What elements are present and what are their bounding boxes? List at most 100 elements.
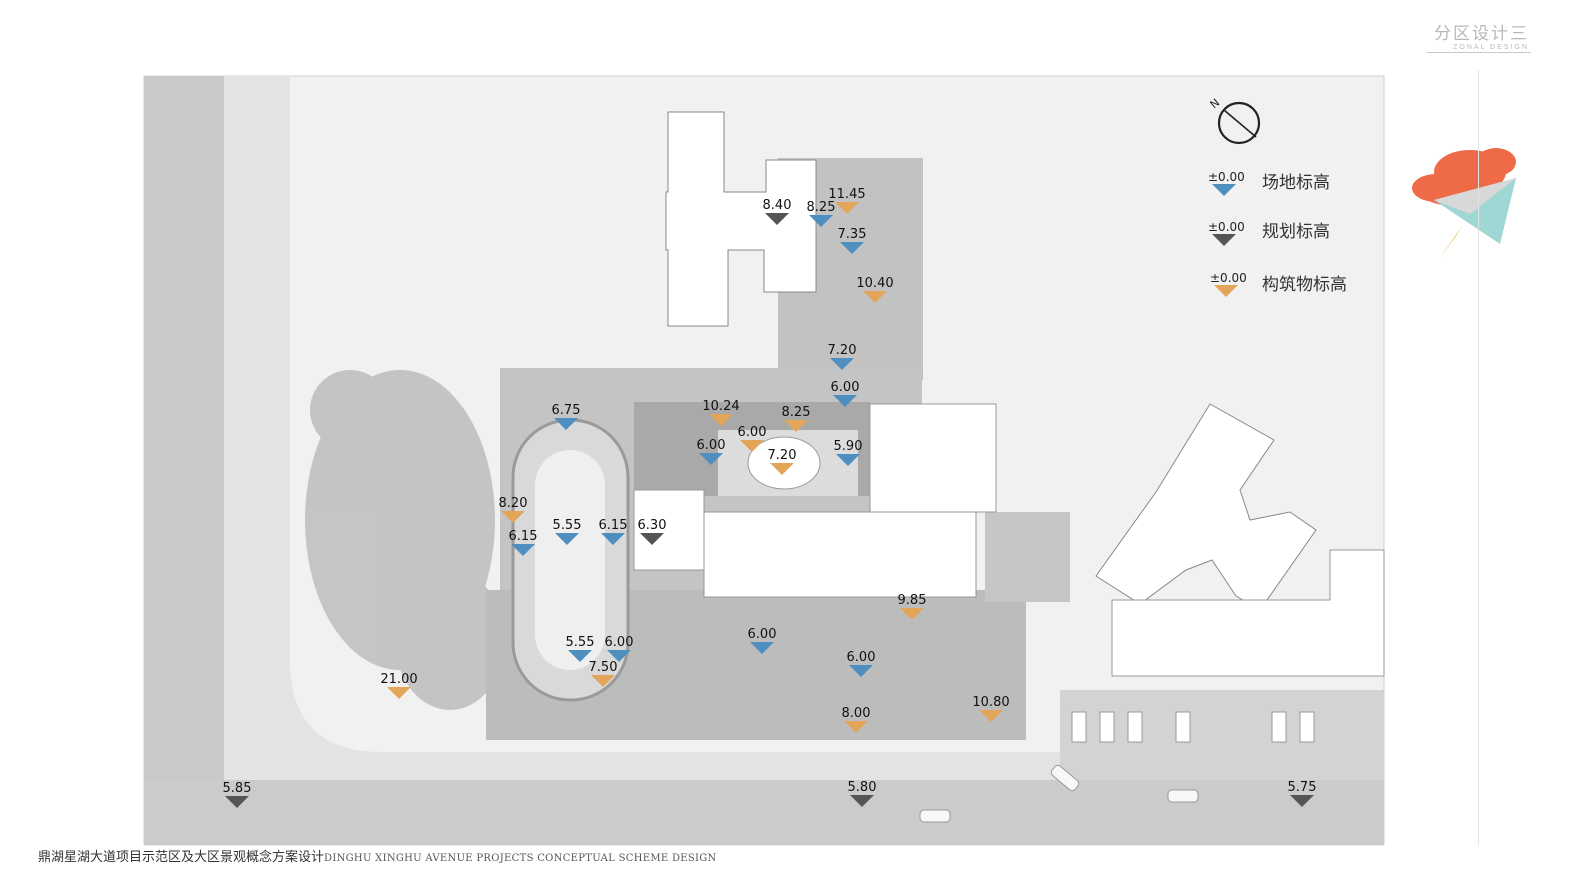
- side-divider: [1478, 70, 1479, 845]
- compass-circle: [1217, 101, 1261, 145]
- project-footer: 鼎湖星湖大道项目示范区及大区景观概念方案设计DINGHU XINGHU AVEN…: [38, 846, 717, 865]
- elevation-triangle-site: [750, 642, 774, 654]
- elevation-marker: 11.45: [828, 187, 866, 214]
- project-title-en: DINGHU XINGHU AVENUE PROJECTS CONCEPTUAL…: [324, 853, 717, 864]
- elevation-value: 8.25: [807, 200, 836, 215]
- main-building: [703, 511, 977, 598]
- elevation-value: 6.00: [748, 627, 777, 642]
- elevation-value: 5.55: [553, 518, 582, 533]
- elevation-marker: 6.00: [738, 425, 767, 452]
- elevation-value: 5.80: [848, 780, 877, 795]
- legend-label-plan: 规划标高: [1262, 222, 1330, 242]
- elevation-triangle-site: [601, 533, 625, 545]
- elevation-value: 8.20: [499, 496, 528, 511]
- elevation-value: 6.00: [738, 425, 767, 440]
- legend-sample: ±0.00: [1210, 271, 1247, 285]
- elevation-marker: 5.90: [834, 439, 862, 466]
- legend-label-struct: 构筑物标高: [1262, 275, 1347, 295]
- parking-bays: [1071, 711, 1315, 743]
- elevation-value: 6.00: [831, 380, 860, 395]
- main-road: [144, 780, 1384, 845]
- cloud-plane-logo: [1412, 148, 1516, 258]
- elevation-marker: 7.35: [838, 227, 867, 254]
- elevation-value: 10.40: [856, 276, 893, 291]
- elevation-triangle-struct: [591, 675, 615, 687]
- elevation-value: 8.25: [782, 405, 811, 420]
- elevation-value: 21.00: [380, 672, 417, 687]
- exhaust-icon: [1440, 226, 1462, 258]
- elevation-value: 7.20: [828, 343, 857, 358]
- elevation-triangle-struct: [900, 608, 924, 620]
- section-title-cn: 分区设计三: [1434, 24, 1529, 44]
- elevation-triangle-site: [830, 358, 854, 370]
- elevation-triangle-struct: [709, 414, 733, 426]
- elevation-marker: 10.40: [856, 276, 894, 303]
- elevation-value: 7.20: [768, 448, 797, 463]
- elevation-triangle-site: [554, 418, 578, 430]
- north-building: [665, 111, 817, 327]
- elevation-triangle-struct: [740, 440, 764, 452]
- tree-cluster-west: [305, 370, 505, 710]
- elevation-marker: 6.00: [697, 438, 726, 465]
- elevation-triangle-plan: [225, 796, 249, 808]
- elevation-triangle-struct: [387, 687, 411, 699]
- elevation-value: 5.55: [566, 635, 595, 650]
- elevation-marker: 8.00: [842, 706, 871, 733]
- legend: ±0.00 场地标高 ±0.00 规划标高 ±0.00 构筑物标高: [1208, 170, 1347, 297]
- elevation-marker: 5.55: [566, 635, 595, 662]
- elevation-marker: 5.75: [1288, 780, 1317, 807]
- elevation-triangle-struct: [863, 291, 887, 303]
- legend-triangle-site: [1212, 184, 1236, 196]
- elevation-marker: 8.25: [807, 200, 836, 227]
- elevation-triangle-struct: [770, 463, 794, 475]
- elevation-triangle-site: [809, 215, 833, 227]
- elevation-marker: 5.85: [223, 781, 252, 808]
- elevation-marker: 6.30: [638, 518, 666, 545]
- compass-needle: [1223, 109, 1257, 138]
- elevation-triangle-plan: [850, 795, 874, 807]
- elevation-triangle-struct: [784, 420, 808, 432]
- paper-plane-wing-icon: [1434, 178, 1516, 214]
- elevation-value: 11.45: [828, 187, 865, 202]
- elevation-value: 8.00: [842, 706, 871, 721]
- elevation-marker: 8.20: [499, 496, 528, 523]
- elevation-value: 6.00: [847, 650, 876, 665]
- elevation-marker: 6.75: [552, 403, 581, 430]
- elevation-triangle-plan: [640, 533, 664, 545]
- elevation-triangle-site: [511, 544, 535, 556]
- elevation-marker: 6.15: [599, 518, 627, 545]
- left-road: [144, 76, 224, 845]
- elevation-triangle-site: [833, 395, 857, 407]
- legend-triangle-plan: [1212, 234, 1236, 246]
- elevation-value: 5.85: [223, 781, 252, 796]
- elevation-marker: 10.24: [702, 399, 740, 426]
- elevation-value: 7.35: [838, 227, 867, 242]
- elevation-marker: 5.80: [848, 780, 877, 807]
- elevation-triangle-struct: [844, 721, 868, 733]
- elevation-value: 5.75: [1288, 780, 1317, 795]
- elevation-marker: 6.00: [605, 635, 634, 662]
- elevation-marker: 8.25: [782, 405, 811, 432]
- elevation-value: 6.00: [697, 438, 726, 453]
- elevation-marker: 6.00: [831, 380, 860, 407]
- cars: [919, 764, 1199, 823]
- elevation-marker: 7.20: [828, 343, 857, 370]
- elevation-marker: 21.00: [380, 672, 418, 699]
- elevation-value: 9.85: [898, 593, 927, 608]
- elevation-value: 6.75: [552, 403, 581, 418]
- elevation-value: 7.50: [589, 660, 618, 675]
- legend-label-site: 场地标高: [1262, 173, 1330, 193]
- legend-triangle-struct: [1214, 285, 1238, 297]
- elevation-value: 6.00: [605, 635, 634, 650]
- elevation-marker: 6.00: [847, 650, 876, 677]
- legend-sample: ±0.00: [1208, 220, 1245, 234]
- elevation-triangle-site: [849, 665, 873, 677]
- elevation-triangle-site: [607, 650, 631, 662]
- elevation-triangle-site: [555, 533, 579, 545]
- project-title-cn: 鼎湖星湖大道项目示范区及大区景观概念方案设计: [38, 850, 325, 865]
- section-header: 分区设计三 ZONAL DESIGN: [1434, 24, 1529, 52]
- main-building-east: [869, 403, 997, 513]
- elevation-marker: 8.40: [763, 198, 791, 225]
